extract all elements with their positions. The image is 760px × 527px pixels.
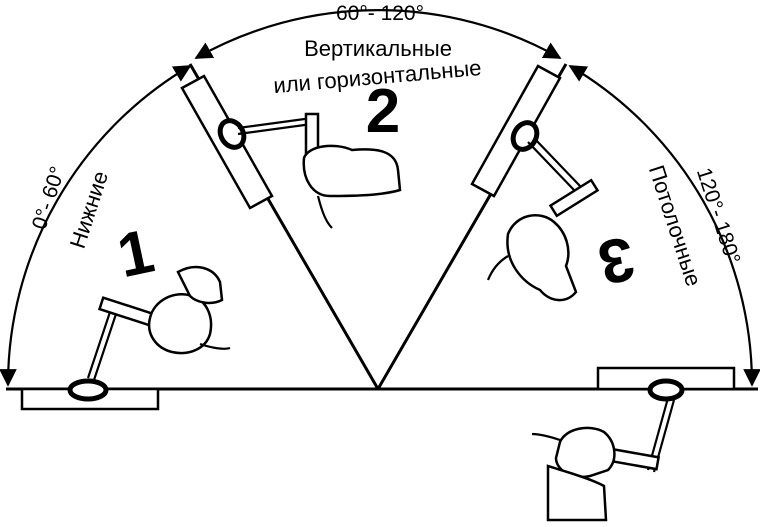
zone-1-number: 1: [112, 217, 160, 292]
zone-3-number: 3: [592, 223, 640, 298]
weld-seam-3: [510, 120, 540, 152]
zone-3-range: 120°- 180°: [692, 165, 745, 267]
arc-0-60: [0, 65, 192, 387]
arc-120-180: [568, 65, 760, 387]
weld-seam-1: [67, 378, 109, 402]
torch-hand-1: [86, 265, 231, 381]
arc-60-120: [194, 9, 562, 59]
zone-1-name: Нижние: [65, 168, 113, 251]
torch-hand-2: [237, 112, 402, 229]
torch-hand-4: [531, 397, 676, 522]
zone-2-name-line1: Вертикальные: [304, 36, 452, 61]
zone-1-range: 0°- 60°: [28, 164, 70, 233]
zone-2-number: 2: [366, 77, 400, 146]
torch-hand-3: [486, 137, 600, 302]
zone-2-range: 60°- 120°: [336, 2, 424, 25]
weld-seam-4: [647, 378, 685, 402]
